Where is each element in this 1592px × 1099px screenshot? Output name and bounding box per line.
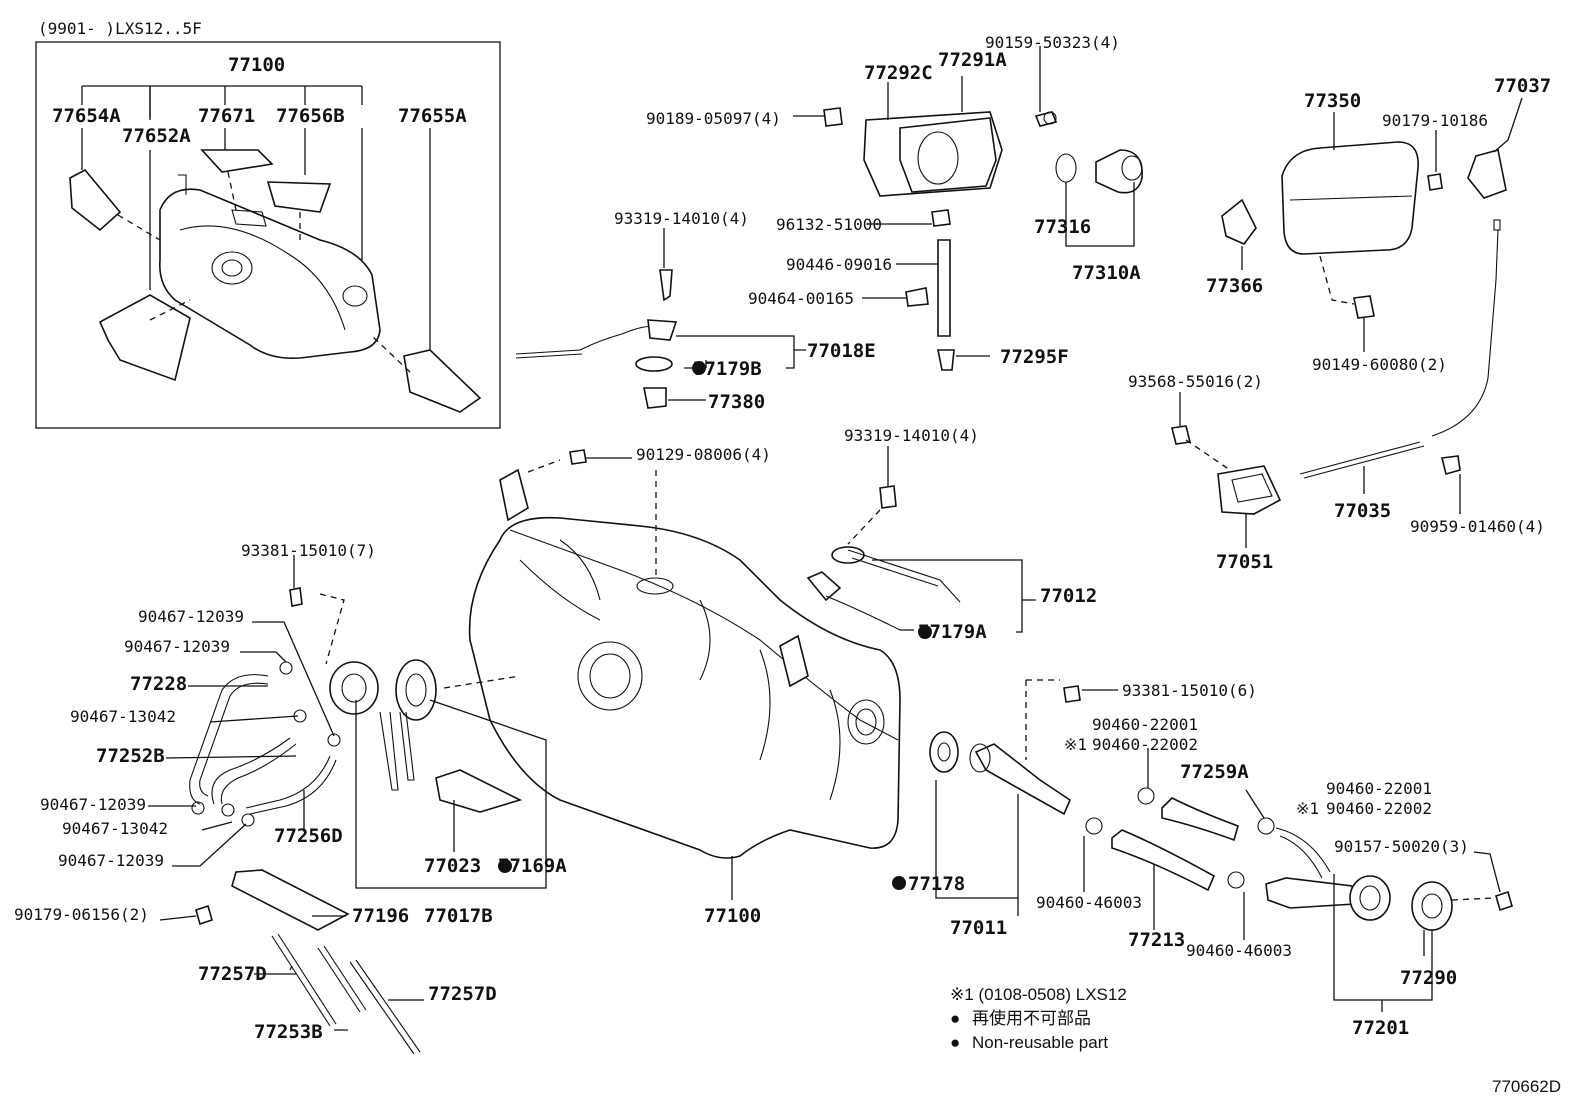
label-90467-12039-b: 90467-12039 (124, 637, 230, 656)
left-hoses-drawing (189, 587, 523, 1055)
label-77011: 77011 (950, 917, 1007, 939)
legend-ref1: ※1 (0108-0508) LXS12 (950, 985, 1127, 1004)
label-77257D-b: 77257D (428, 983, 497, 1005)
label-90467-12039-a: 90467-12039 (138, 607, 244, 626)
label-90157-50020: 90157-50020(3) (1334, 837, 1469, 856)
label-77252B: 77252B (96, 745, 165, 767)
legend-dot-2: ● (950, 1033, 960, 1052)
legend-reuse-jp: 再使用不可部品 (972, 1008, 1091, 1028)
label-77290: 77290 (1400, 967, 1457, 989)
label-90129-08006: 90129-08006(4) (636, 445, 771, 464)
label-90460-22002-b: 90460-22002 (1326, 799, 1432, 818)
label-93381-15010-6: 93381-15010(6) (1122, 681, 1257, 700)
sub-gauge-drawing (806, 485, 961, 631)
label-77655A: 77655A (398, 105, 467, 127)
label-77100-top: 77100 (228, 54, 285, 76)
label-90149-60080: 90149-60080(2) (1312, 355, 1447, 374)
label-77051: 77051 (1216, 551, 1273, 573)
label-90460-46003-b: 90460-46003 (1186, 941, 1292, 960)
label-77023: 77023 (424, 855, 481, 877)
label-93568-55016: 93568-55016(2) (1128, 372, 1263, 391)
inset-frame (35, 41, 501, 429)
label-77654A: 77654A (52, 105, 121, 127)
label-90159-50323: 90159-50323(4) (985, 33, 1120, 52)
label-93381-15010-7: 93381-15010(7) (241, 541, 376, 560)
legend-reuse-en: Non-reusable part (972, 1033, 1108, 1052)
label-77196: 77196 (352, 905, 409, 927)
label-90464-00165: 90464-00165 (748, 289, 854, 308)
label-90189-05097: 90189-05097(4) (646, 109, 781, 128)
label-77035: 77035 (1334, 500, 1391, 522)
label-77295F: 77295F (1000, 346, 1069, 368)
label-90179-10186: 90179-10186 (1382, 111, 1488, 130)
inset-tank-drawing (69, 149, 482, 413)
label-77671: 77671 (198, 105, 255, 127)
label-77256D: 77256D (274, 825, 343, 847)
label-77012: 77012 (1040, 585, 1097, 607)
label-77201: 77201 (1352, 1017, 1409, 1039)
label-77316: 77316 (1034, 216, 1091, 238)
label-90959-01460: 90959-01460(4) (1410, 517, 1545, 536)
fuel-door-drawing (1171, 141, 1507, 515)
label-77380: 77380 (708, 391, 765, 413)
label-90467-13042-a: 90467-13042 (70, 707, 176, 726)
label-90467-13042-b: 90467-13042 (62, 819, 168, 838)
label-93319-14010-b: 93319-14010(4) (844, 426, 979, 445)
label-90460-46003-a: 90460-46003 (1036, 893, 1142, 912)
label-77179B: 77179B (693, 358, 762, 380)
label-77213: 77213 (1128, 929, 1185, 951)
label-77178: 77178 (908, 873, 965, 895)
fuel-tank-drawing (468, 449, 901, 859)
label-77366: 77366 (1206, 275, 1263, 297)
marker-ref1-b: ※1 (1296, 799, 1319, 818)
label-77037: 77037 (1494, 75, 1551, 97)
label-90460-22002-a: 90460-22002 (1092, 735, 1198, 754)
label-77017B: 77017B (424, 905, 493, 927)
label-93319-14010-a: 93319-14010(4) (614, 209, 749, 228)
dot-77179B (692, 361, 706, 375)
label-77292C: 77292C (864, 62, 933, 84)
label-77310A: 77310A (1072, 262, 1141, 284)
dot-77178 (892, 876, 906, 890)
label-77253B: 77253B (254, 1021, 323, 1043)
label-77228: 77228 (130, 673, 187, 695)
label-77169A: 77169A (498, 855, 567, 877)
sender-gauge-drawing (515, 269, 678, 409)
marker-ref1-a: ※1 (1064, 735, 1087, 754)
label-77179A: 77179A (918, 621, 987, 643)
label-77652A: 77652A (122, 125, 191, 147)
label-77350: 77350 (1304, 90, 1361, 112)
label-90467-12039-d: 90467-12039 (58, 851, 164, 870)
label-90460-22001-a: 90460-22001 (1092, 715, 1198, 734)
label-90467-12039-c: 90467-12039 (40, 795, 146, 814)
legend-dot-1: ● (950, 1009, 960, 1028)
dot-77169A (498, 859, 512, 873)
label-77259A: 77259A (1180, 761, 1249, 783)
diagram-code: 770662D (1492, 1077, 1561, 1096)
label-90179-06156: 90179-06156(2) (14, 905, 149, 924)
label-96132-51000: 96132-51000 (776, 215, 882, 234)
filler-pipe-drawing (929, 685, 1513, 931)
label-77656B: 77656B (276, 105, 345, 127)
label-90460-22001-b: 90460-22001 (1326, 779, 1432, 798)
filler-housing-drawing (823, 107, 1143, 371)
inset-header: (9901- )LXS12..5F (38, 19, 202, 38)
label-90446-09016: 90446-09016 (786, 255, 892, 274)
label-77257D-a: 77257D (198, 963, 267, 985)
label-77100-main: 77100 (704, 905, 761, 927)
dot-77179A (918, 625, 932, 639)
label-77291A: 77291A (938, 49, 1007, 71)
label-77018E: 77018E (807, 340, 876, 362)
